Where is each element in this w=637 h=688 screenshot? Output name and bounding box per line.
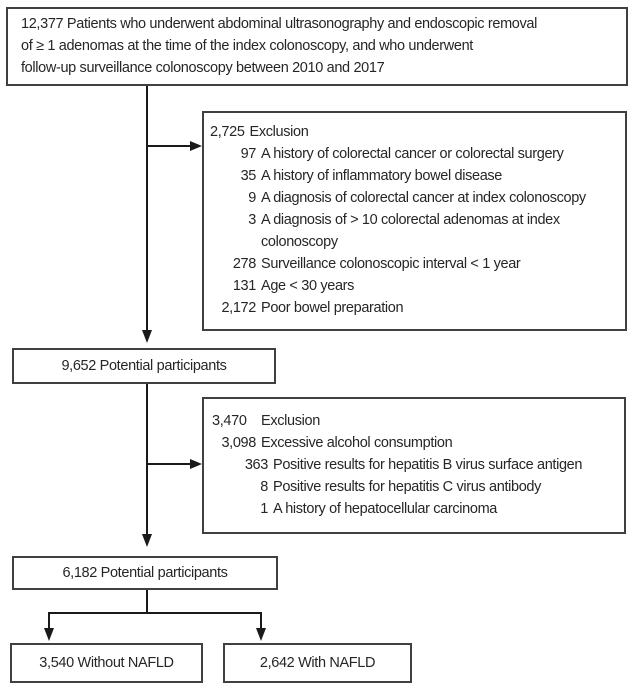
exclusion-item: 3 A diagnosis of > 10 colorectal adenoma… bbox=[210, 209, 621, 253]
exclusion-item-count: 97 bbox=[240, 146, 257, 162]
exclusion-item-text: Age < 30 years bbox=[261, 278, 355, 294]
exclusion-item-count: 9 bbox=[248, 190, 256, 206]
connector-potential1-to-potential2 bbox=[146, 384, 148, 534]
exclusion1-header: 2,725 Exclusion bbox=[210, 121, 621, 143]
arrowhead-down-icon bbox=[44, 628, 54, 641]
connector-split-bar bbox=[48, 612, 262, 614]
arrowhead-right-icon bbox=[190, 459, 202, 469]
arrowhead-down-icon bbox=[142, 330, 152, 343]
exclusion-item: 97 A history of colorectal cancer or col… bbox=[210, 143, 621, 165]
initial-cohort-line: 12,377 Patients who underwent abdominal … bbox=[21, 16, 537, 32]
exclusion-item: 278 Surveillance colonoscopic interval <… bbox=[210, 253, 621, 275]
exclusion-item-text: Surveillance colonoscopic interval < 1 y… bbox=[261, 256, 521, 272]
exclusion-item-text: A diagnosis of colorectal cancer at inde… bbox=[261, 190, 586, 206]
exclusion-item: 1 A history of hepatocellular carcinoma bbox=[212, 498, 620, 520]
exclusion2-total-count: 3,470 bbox=[212, 413, 247, 429]
arrowhead-down-icon bbox=[256, 628, 266, 641]
exclusion-item-text: Positive results for hepatitis B virus s… bbox=[273, 457, 583, 473]
potential-participants-2-text: 6,182 Potential participants bbox=[62, 565, 228, 581]
exclusion-item-text: Positive results for hepatitis C virus a… bbox=[273, 479, 542, 495]
exclusion-item: 3,098 Excessive alcohol consumption bbox=[212, 432, 620, 454]
exclusion-item: 2,172 Poor bowel preparation bbox=[210, 297, 621, 319]
box-exclusion-1: 2,725 Exclusion 97 A history of colorect… bbox=[202, 111, 627, 331]
exclusion-item: 35 A history of inflammatory bowel disea… bbox=[210, 165, 621, 187]
exclusion-item-count: 1 bbox=[260, 501, 268, 517]
exclusion-item-text: Excessive alcohol consumption bbox=[261, 435, 453, 451]
exclusion-item-count: 363 bbox=[244, 457, 269, 473]
box-potential-participants-2: 6,182 Potential participants bbox=[12, 556, 278, 590]
exclusion-item-text: A history of colorectal cancer or colore… bbox=[261, 146, 564, 162]
exclusion-item: 363 Positive results for hepatitis B vir… bbox=[212, 454, 620, 476]
initial-cohort-line: of ≥ 1 adenomas at the time of the index… bbox=[21, 38, 473, 54]
exclusion2-header: 3,470 Exclusion bbox=[212, 410, 620, 432]
box-with-nafld: 2,642 With NAFLD bbox=[223, 643, 412, 683]
without-nafld-text: 3,540 Without NAFLD bbox=[39, 655, 174, 671]
arrowhead-right-icon bbox=[190, 141, 202, 151]
box-exclusion-2: 3,470 Exclusion 3,098 Excessive alcohol … bbox=[202, 397, 626, 534]
exclusion-item-count: 8 bbox=[260, 479, 268, 495]
connector-top-to-potential1 bbox=[146, 86, 148, 330]
exclusion-item-count: 131 bbox=[232, 278, 257, 294]
connector-drop-without-nafld bbox=[48, 612, 50, 629]
connector-potential2-stem bbox=[146, 590, 148, 614]
connector-drop-with-nafld bbox=[260, 612, 262, 629]
exclusion1-total-count: 2,725 bbox=[210, 124, 245, 140]
exclusion-item-count: 3 bbox=[248, 212, 256, 228]
with-nafld-text: 2,642 With NAFLD bbox=[259, 655, 376, 671]
exclusion-item-text: A diagnosis of > 10 colorectal adenomas … bbox=[261, 212, 560, 250]
exclusion-item: 8 Positive results for hepatitis C virus… bbox=[212, 476, 620, 498]
box-without-nafld: 3,540 Without NAFLD bbox=[10, 643, 203, 683]
exclusion-item-text: A history of inflammatory bowel disease bbox=[261, 168, 503, 184]
arrowhead-down-icon bbox=[142, 534, 152, 547]
exclusion-item-count: 278 bbox=[232, 256, 257, 272]
exclusion-item-count: 2,172 bbox=[221, 300, 256, 316]
exclusion-item-text: A history of hepatocellular carcinoma bbox=[273, 501, 498, 517]
connector-branch-exclusion1 bbox=[147, 145, 190, 147]
exclusion-item-count: 35 bbox=[240, 168, 257, 184]
box-initial-cohort: 12,377 Patients who underwent abdominal … bbox=[6, 7, 628, 86]
exclusion-item: 131 Age < 30 years bbox=[210, 275, 621, 297]
box-potential-participants-1: 9,652 Potential participants bbox=[12, 348, 276, 384]
exclusion2-label: Exclusion bbox=[261, 413, 320, 429]
exclusion-item: 9 A diagnosis of colorectal cancer at in… bbox=[210, 187, 621, 209]
exclusion-item-count: 3,098 bbox=[221, 435, 256, 451]
connector-branch-exclusion2 bbox=[147, 463, 190, 465]
exclusion-item-text: Poor bowel preparation bbox=[261, 300, 404, 316]
exclusion1-label: Exclusion bbox=[249, 124, 309, 140]
initial-cohort-line: follow-up surveillance colonoscopy betwe… bbox=[21, 60, 385, 76]
potential-participants-1-text: 9,652 Potential participants bbox=[61, 358, 227, 374]
